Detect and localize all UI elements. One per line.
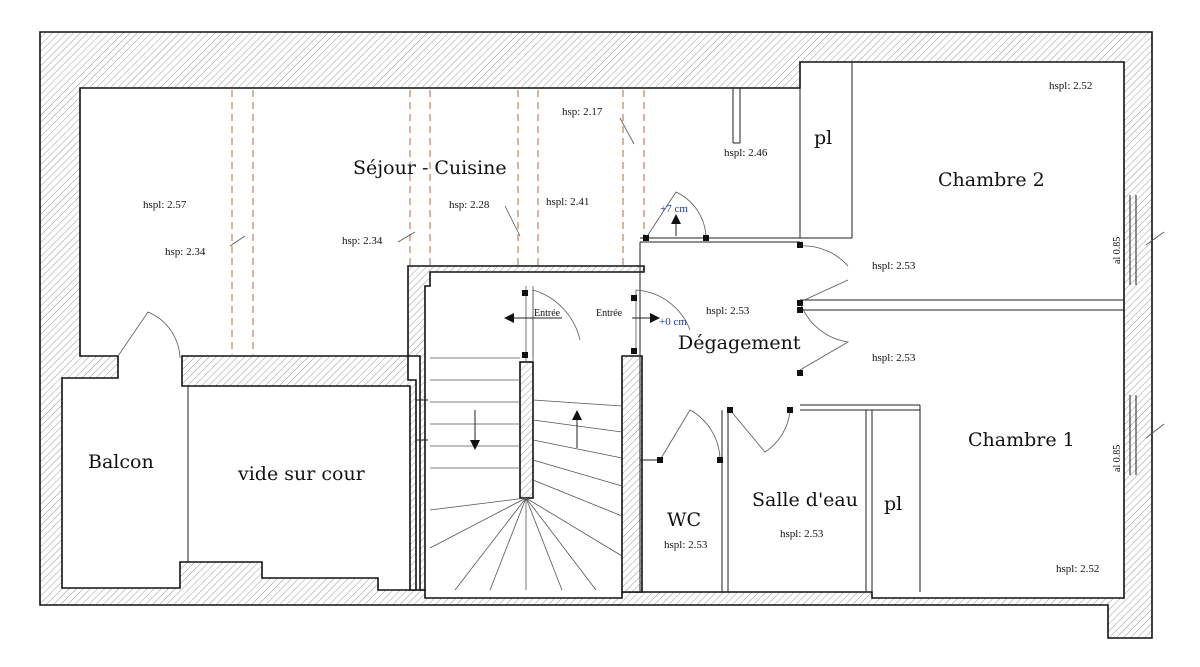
height-chambre-1-corner: hspl: 2.52 [1056, 563, 1099, 575]
room-placard-bottom: pl [884, 493, 902, 515]
height-degagement: hspl: 2.53 [706, 305, 750, 317]
room-salle-d-eau: Salle d'eau [752, 489, 858, 511]
beam-lines [231, 90, 645, 356]
height-salle-d-eau: hspl: 2.53 [780, 528, 824, 540]
door-swings [117, 191, 850, 461]
stair-core [519, 361, 534, 499]
height-hsp-228: hsp: 2.28 [449, 199, 490, 211]
level-plus-7: +7 cm [660, 203, 688, 215]
interior-wall-stair [407, 265, 645, 591]
height-chambre-2-corner: hspl: 2.52 [1049, 80, 1092, 92]
height-hsp-234-a: hsp: 2.34 [165, 246, 206, 258]
entrance-right: Entrée [596, 308, 623, 319]
height-wc: hspl: 2.53 [664, 539, 708, 551]
entrance-left: Entrée [534, 308, 561, 319]
room-degagement: Dégagement [678, 332, 801, 354]
staircase [429, 286, 623, 591]
window-sill-bottom: al 0.85 [1112, 445, 1123, 472]
height-hspl-246: hspl: 2.46 [724, 147, 768, 159]
height-chambre-1: hspl: 2.53 [872, 352, 916, 364]
room-vide-sur-cour: vide sur cour [237, 463, 366, 485]
height-chambre-2: hspl: 2.53 [872, 260, 916, 272]
level-plus-0: +0 cm [659, 316, 687, 328]
room-chambre-2: Chambre 2 [938, 169, 1045, 191]
leader-marks [229, 117, 1165, 439]
room-outlines [187, 62, 1137, 592]
height-hspl-241: hspl: 2.41 [546, 196, 589, 208]
interior-wall-vide [181, 355, 417, 591]
room-balcon: Balcon [88, 451, 154, 473]
room-sejour-cuisine: Séjour - Cuisine [353, 157, 507, 179]
window-sill-top: al 0.85 [1112, 237, 1123, 264]
height-hsp-217: hsp: 2.17 [562, 106, 603, 118]
interior-wall-stair-right [621, 355, 643, 593]
exterior-wall [39, 31, 1153, 639]
height-hsp-234-b: hsp: 2.34 [342, 235, 383, 247]
height-sejour: hspl: 2.57 [143, 199, 187, 211]
room-chambre-1: Chambre 1 [968, 429, 1075, 451]
wall-stubs [522, 235, 803, 463]
room-wc: WC [667, 509, 701, 531]
room-placard-top: pl [814, 127, 832, 149]
